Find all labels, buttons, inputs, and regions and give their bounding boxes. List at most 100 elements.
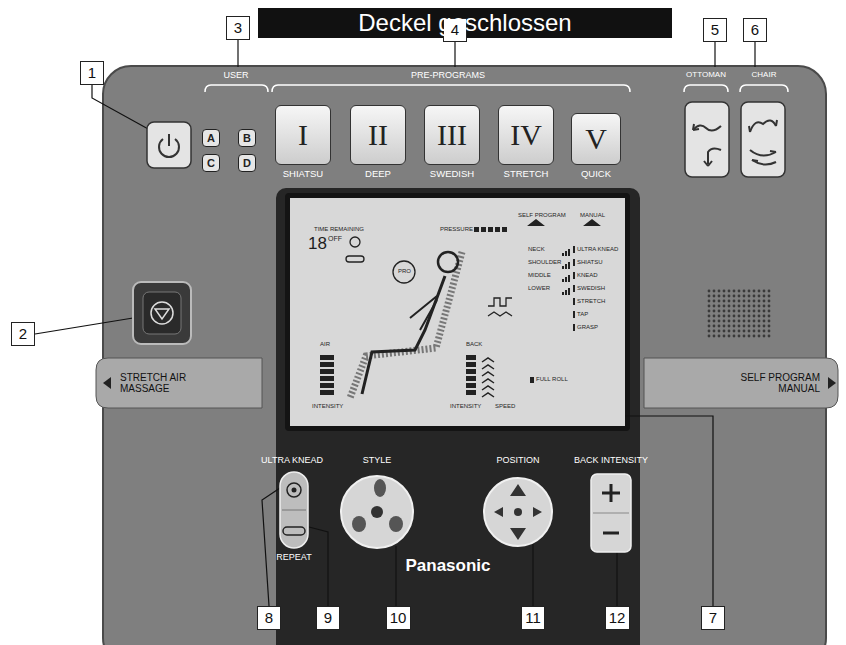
level-bars [320,369,334,374]
speaker-grille [758,325,761,328]
speaker-grille [728,305,731,308]
speaker-grille [743,300,746,303]
ultra-knead-repeat-button [283,527,305,535]
speaker-grille [728,290,731,293]
display-text: 18 [308,235,327,252]
remote-housing [103,66,826,645]
brand-logo: Panasonic [405,556,490,576]
side-tab [644,358,838,408]
side-tab [96,358,262,408]
position-button [494,507,542,517]
speaker-grille [738,320,741,323]
level-bars [320,362,334,367]
level-bars [482,358,494,362]
level-bars [573,246,575,253]
program-button: IIISWEDISH [424,105,480,165]
level-bars [474,227,479,232]
speaker-grille [713,320,716,323]
display-text: SPEED [495,403,515,409]
callout-number: 10 [386,606,411,630]
speaker-grille [753,305,756,308]
level-bars [568,262,570,269]
speaker-grille [753,295,756,298]
bracket [205,85,788,92]
level-bars [573,311,575,318]
lcd-graphics [488,298,512,306]
speaker-grille [763,320,766,323]
callout-number: 3 [226,16,250,40]
side-tab: STRETCH AIR MASSAGE [110,358,260,408]
speaker-grille [738,315,741,318]
speaker-grille [733,300,736,303]
speaker-grille [753,315,756,318]
speaker-grille [723,290,726,293]
level-bars [562,253,564,256]
lcd-graphics [527,219,601,226]
level-bars [502,227,507,232]
node-text: 11 [525,609,541,626]
level-bars [466,362,476,367]
speaker-grille [763,330,766,333]
speaker-grille [718,300,721,303]
callout-number: 6 [743,18,767,42]
speaker-grille [743,295,746,298]
node-text: 2 [19,325,27,342]
speaker-grille [753,310,756,313]
speaker-grille [743,325,746,328]
speaker-grille [738,305,741,308]
chair-button [741,102,785,177]
speaker-grille [733,320,736,323]
speaker-grille [723,330,726,333]
level-bars [573,259,575,266]
level-bars [565,264,567,269]
chair-button [750,150,776,165]
power-button [147,122,191,168]
chair-button [749,120,777,132]
speaker-grille [743,310,746,313]
speaker-grille [723,310,726,313]
speaker-grille [733,305,736,308]
position-button [510,484,526,540]
speaker-grille [708,325,711,328]
ultra-knead-repeat-button [292,488,297,493]
level-bars [482,379,494,383]
speaker-grille [748,295,751,298]
level-bars [495,227,500,232]
part-label: BACK INTENSITY [574,455,648,465]
leader-line [454,42,455,67]
part-label: REPEAT [276,552,311,562]
speaker-grille [718,325,721,328]
speaker-grille [728,300,731,303]
display-text: STRETCH [577,298,605,304]
node-text: III [437,118,467,153]
speaker-grille [763,305,766,308]
ultra-knead-repeat-button [280,472,308,548]
speaker-grille [758,290,761,293]
level-bars [482,393,494,397]
level-bars [320,383,334,388]
side-tab [103,377,111,389]
part-label: OTTOMAN [686,70,726,79]
display-text: SHIATSU [577,259,603,265]
display-text: AIR [320,341,330,347]
speaker-grille [763,335,766,338]
display-text: PRESSURE [440,226,473,232]
display-text: GRASP [577,324,598,330]
node-text: SELF PROGRAM MANUAL [736,372,820,395]
speaker-grille [738,330,741,333]
stop-button [151,302,173,324]
stop-button [133,282,191,344]
speaker-grille [713,335,716,338]
speaker-grille [743,320,746,323]
level-bars [466,355,476,360]
speaker-grille [728,320,731,323]
level-bars [466,369,476,374]
speaker-grille [768,315,771,318]
node-text: 1 [88,64,96,81]
level-bars [488,227,493,232]
speaker-grille [733,315,736,318]
level-bars [482,365,494,369]
speaker-grille [748,335,751,338]
